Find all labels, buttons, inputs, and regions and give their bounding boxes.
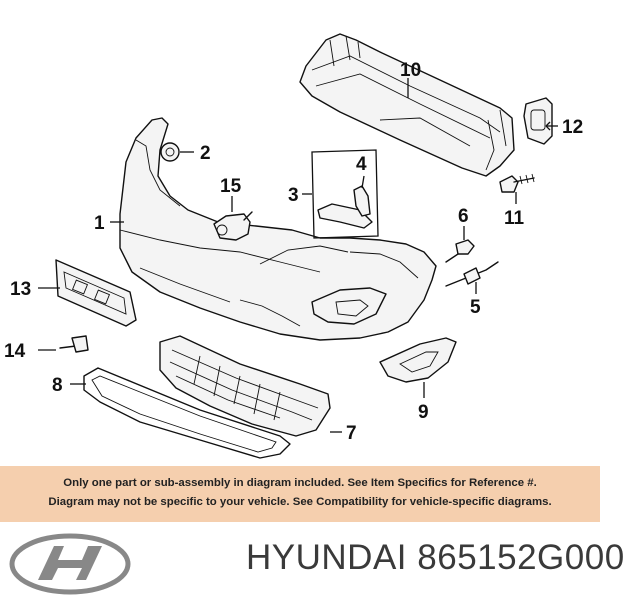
callout-9: 9 <box>418 402 429 423</box>
part-5-pin <box>445 261 499 287</box>
callout-labels: 10 12 2 4 15 3 1 11 6 13 5 14 8 9 7 <box>4 60 583 444</box>
part-10-reinforcement-beam <box>299 33 515 177</box>
part-12-bracket <box>523 97 553 145</box>
part-14-fastener <box>59 335 89 353</box>
part-15-sensor <box>213 211 253 241</box>
callout-4: 4 <box>356 154 367 175</box>
hyundai-logo-icon <box>9 533 131 595</box>
callout-11: 11 <box>504 208 525 229</box>
callout-15: 15 <box>220 176 242 197</box>
callout-12: 12 <box>562 117 583 138</box>
callout-1: 1 <box>94 213 105 234</box>
part-11-bolt <box>499 173 535 193</box>
callout-3: 3 <box>288 185 299 206</box>
disclaimer-line-2: Diagram may not be specific to your vehi… <box>48 496 552 508</box>
callout-13: 13 <box>10 279 31 300</box>
brand-name: HYUNDAI <box>246 538 408 577</box>
callout-5: 5 <box>470 297 481 318</box>
brand-footer: HYUNDAI 865152G000 <box>0 528 624 600</box>
callout-10: 10 <box>400 60 421 81</box>
callout-7: 7 <box>346 423 357 444</box>
disclaimer-banner: Only one part or sub-assembly in diagram… <box>0 466 600 522</box>
leader-lines <box>38 78 558 433</box>
part-9-foglamp-bezel <box>379 337 457 383</box>
part-6-screw <box>445 239 475 263</box>
parts-diagram: 10 12 2 4 15 3 1 11 6 13 5 14 8 9 7 <box>4 33 583 459</box>
callout-2: 2 <box>200 143 211 164</box>
callout-14: 14 <box>4 341 26 362</box>
callout-8: 8 <box>52 375 63 396</box>
disclaimer-line-1: Only one part or sub-assembly in diagram… <box>63 477 537 489</box>
part-number: 865152G000 <box>417 538 625 577</box>
part-2-clip <box>160 142 180 162</box>
part-1-bumper-cover <box>119 117 437 341</box>
part-13-license-bracket <box>55 259 137 327</box>
part-7-lower-grille <box>159 335 331 437</box>
brand-part-label: HYUNDAI 865152G000 <box>246 538 625 578</box>
callout-6: 6 <box>458 206 469 227</box>
part-3-4-box <box>311 149 379 239</box>
part-8-grille-surround <box>83 367 291 459</box>
